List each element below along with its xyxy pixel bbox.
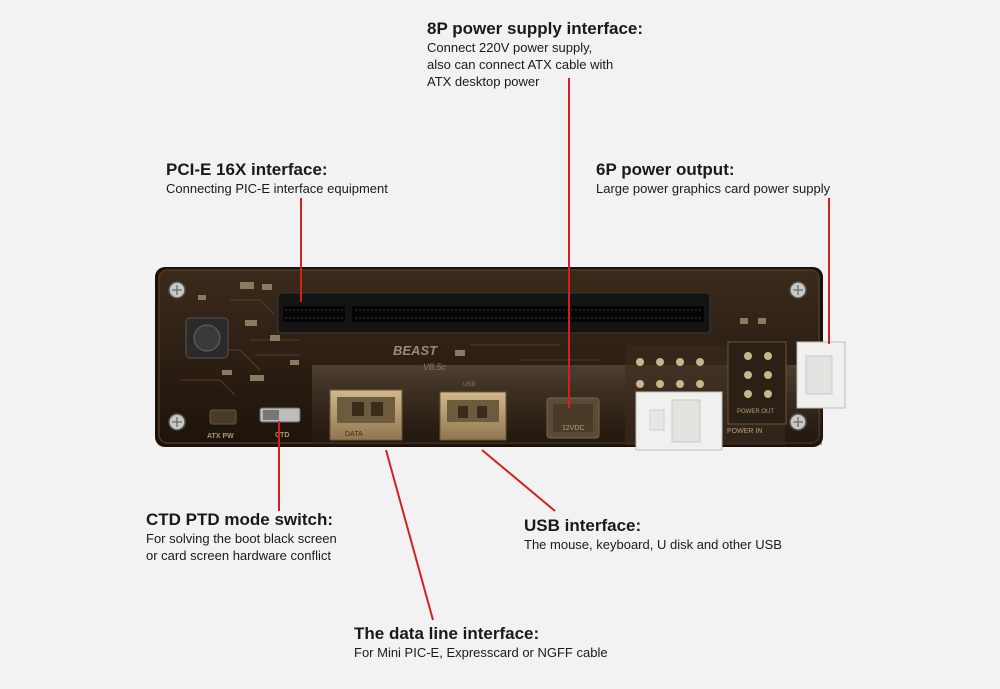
usb-port-label: USB	[463, 382, 475, 388]
atx-power-switch: ATX PW	[207, 409, 237, 440]
leader-usb	[481, 449, 556, 512]
leader-dataline	[385, 449, 434, 621]
leader-lines	[278, 78, 830, 621]
callout-pcie-line-1: Connecting PIC-E interface equipment	[166, 181, 388, 196]
callout-dataline: The data line interface: For Mini PIC-E,…	[354, 624, 608, 661]
callout-8p-power-line-2: also can connect ATX cable with	[427, 57, 614, 72]
callout-dataline-title: The data line interface:	[354, 624, 540, 643]
callout-usb: USB interface: The mouse, keyboard, U di…	[524, 516, 782, 553]
callout-6p-power-line-1: Large power graphics card power supply	[596, 181, 831, 196]
data-line-port: DATA	[329, 389, 403, 441]
callout-6p-power-title: 6P power output:	[596, 160, 735, 179]
usb-port: USB	[439, 382, 507, 441]
callout-switch-line-2: or card screen hardware conflict	[146, 548, 331, 563]
white-8p-connector	[635, 391, 723, 451]
callout-8p-power: 8P power supply interface: Connect 220V …	[427, 19, 643, 90]
power-in-label: POWER IN	[727, 428, 762, 435]
dc-power-jack: 12VDC	[546, 397, 600, 439]
callout-usb-title: USB interface:	[524, 516, 642, 535]
callout-pcie: PCI-E 16X interface: Connecting PIC-E in…	[166, 160, 388, 197]
callout-8p-power-title: 8P power supply interface:	[427, 19, 644, 38]
callout-pcie-title: PCI-E 16X interface:	[166, 160, 328, 179]
callout-8p-power-line-1: Connect 220V power supply,	[427, 40, 593, 55]
pcie-16x-slot	[277, 292, 711, 334]
callout-usb-line-1: The mouse, keyboard, U disk and other US…	[524, 537, 782, 552]
white-6p-connector	[796, 341, 846, 409]
board-brand-text: BEAST	[393, 343, 438, 358]
callout-switch-line-1: For solving the boot black screen	[146, 531, 337, 546]
callout-6p-power: 6P power output: Large power graphics ca…	[596, 160, 830, 197]
ctd-label: CTD	[275, 432, 289, 439]
callout-switch-title: CTD PTD mode switch:	[146, 510, 334, 529]
callout-dataline-line-1: For Mini PIC-E, Expresscard or NGFF cabl…	[354, 645, 608, 660]
power-out-label: POWER OUT	[737, 409, 774, 415]
mounting-screws	[168, 281, 807, 431]
inductor-component	[185, 317, 229, 359]
atx-pw-label: ATX PW	[207, 433, 234, 440]
board-version-text: V8.5c	[423, 362, 447, 372]
data-port-label: DATA	[345, 431, 363, 438]
callout-switch: CTD PTD mode switch: For solving the boo…	[146, 510, 337, 564]
callout-8p-power-line-3: ATX desktop power	[427, 74, 540, 89]
dc-jack-label: 12VDC	[562, 425, 585, 432]
